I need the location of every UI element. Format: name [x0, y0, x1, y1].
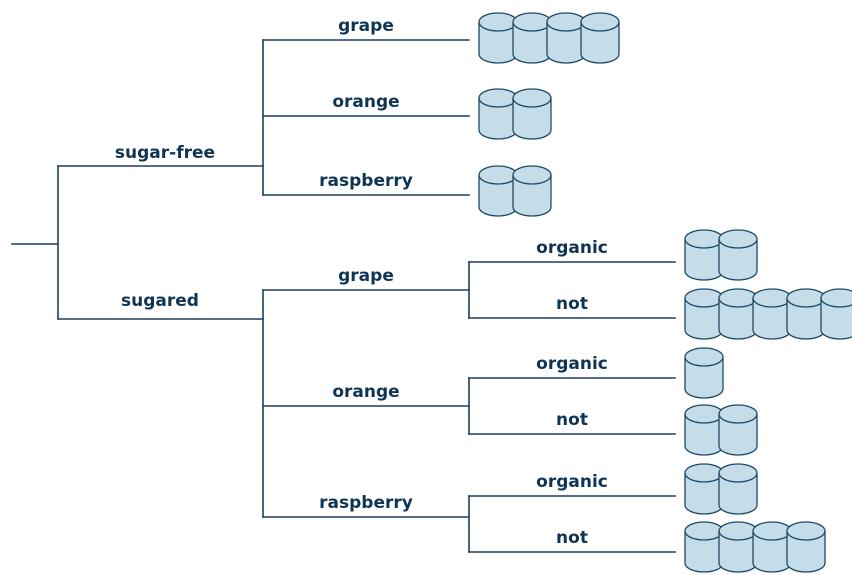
can-icon	[478, 165, 518, 217]
cans-sugared-grape-not	[684, 288, 852, 340]
label-sugared-grape-organic: organic	[536, 238, 608, 258]
cans-sugared-grape-organic	[684, 229, 758, 281]
can-icon	[752, 521, 792, 573]
label-sugared-orange-organic: organic	[536, 354, 608, 374]
can-icon	[684, 347, 724, 399]
cans-sugar-free-orange	[478, 88, 552, 140]
label-sugared-raspberry-organic: organic	[536, 472, 608, 492]
can-icon	[580, 12, 620, 64]
cans-sugared-raspberry-not	[684, 521, 826, 573]
label-sugared-grape-not: not	[556, 294, 588, 314]
label-sugar-free-grape: grape	[338, 16, 394, 36]
can-icon	[684, 521, 724, 573]
cans-sugar-free-raspberry	[478, 165, 552, 217]
cans-sugared-orange-not	[684, 404, 758, 456]
label-sugared-orange: orange	[332, 382, 399, 402]
can-icon	[718, 229, 758, 281]
label-sugared-orange-not: not	[556, 410, 588, 430]
can-icon	[478, 88, 518, 140]
can-icon	[512, 88, 552, 140]
label-sugared-raspberry: raspberry	[319, 493, 413, 513]
can-icon	[718, 404, 758, 456]
can-icon	[684, 288, 724, 340]
label-sugar-free: sugar-free	[115, 143, 215, 163]
can-icon	[786, 521, 826, 573]
can-icon	[752, 288, 792, 340]
can-icon	[820, 288, 852, 340]
cans-sugared-orange-organic	[684, 347, 724, 399]
can-icon	[684, 463, 724, 515]
can-icon	[546, 12, 586, 64]
cans-sugared-raspberry-organic	[684, 463, 758, 515]
can-icon	[684, 404, 724, 456]
can-icon	[786, 288, 826, 340]
label-sugared-raspberry-not: not	[556, 528, 588, 548]
label-sugar-free-raspberry: raspberry	[319, 171, 413, 191]
label-sugared-grape: grape	[338, 266, 394, 286]
can-icon	[512, 12, 552, 64]
label-sugar-free-orange: orange	[332, 92, 399, 112]
can-icon	[512, 165, 552, 217]
label-sugared: sugared	[121, 291, 199, 311]
cans-sugar-free-grape	[478, 12, 620, 64]
can-icon	[718, 288, 758, 340]
can-icon	[718, 463, 758, 515]
can-icon	[684, 229, 724, 281]
can-icon	[478, 12, 518, 64]
can-icon	[718, 521, 758, 573]
